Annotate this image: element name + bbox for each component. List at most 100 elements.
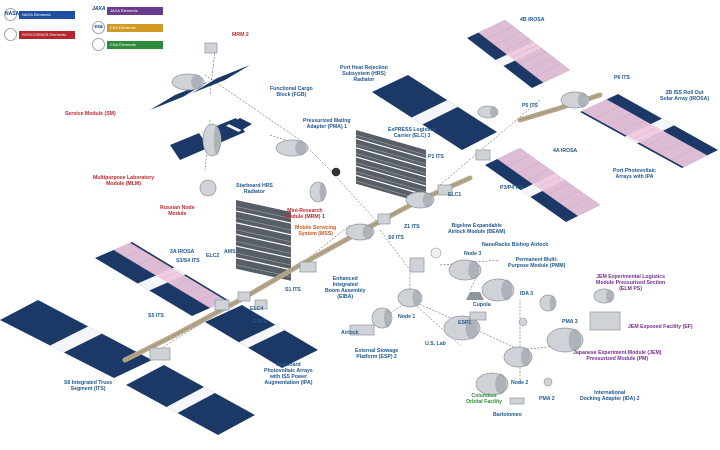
mrm1-module-shade xyxy=(319,182,326,202)
wing-4a-irosa-line xyxy=(517,162,541,174)
label-node2: Node 2 xyxy=(511,380,529,386)
wing-4b-irosa-line xyxy=(518,51,546,64)
node3-module-shade xyxy=(468,260,480,280)
label-p3p4: P3/P4 ITS xyxy=(500,185,524,191)
us-lab-module-shade xyxy=(465,316,479,340)
wing-3a-irosa-line xyxy=(137,257,155,265)
label-bartolomeo: Bartolomeo xyxy=(493,412,522,418)
port-hrs-radiator-wave xyxy=(355,134,427,156)
wing-3a-irosa-line xyxy=(149,264,167,272)
label-elc4: ELC4 xyxy=(250,306,264,312)
label-jem-pm: Japanese Experiment Module (JEM)Pressuri… xyxy=(573,350,662,362)
wing-port-hrs-side-stripe xyxy=(411,100,458,125)
starboard-hrs-radiator-wave xyxy=(235,229,292,242)
z1-antenna-structure xyxy=(409,257,425,273)
label-p5: P5 ITS xyxy=(522,103,538,109)
connector-line xyxy=(209,49,216,96)
starboard-hrs-radiator-wave xyxy=(235,206,292,219)
wing-fgb-side-stripe xyxy=(226,124,242,132)
label-node1: Node 1 xyxy=(398,314,416,320)
pma3-adapter-shade xyxy=(549,295,556,311)
p1-truss-module-shade xyxy=(422,192,433,208)
csa-logo-icon xyxy=(92,38,105,51)
nasa-logo-icon: NASA xyxy=(4,8,19,21)
esp2-platform xyxy=(349,324,375,336)
esp1-platform xyxy=(469,311,487,321)
port-hrs-radiator-panel xyxy=(356,139,426,168)
port-hrs-radiator-panel xyxy=(356,148,426,177)
legend-item-nasa: NASA NASA Elements xyxy=(4,8,75,21)
mrm2-module xyxy=(204,42,218,54)
elc1-carrier xyxy=(437,184,453,196)
pmm-module-shade xyxy=(501,279,513,301)
connector-line xyxy=(439,99,541,186)
s0-truss-module-shade xyxy=(362,224,373,240)
legend-item-roscosmos: ROSCOSMOS Elements xyxy=(4,28,75,41)
wing-starboard-ipa-stripe xyxy=(238,324,285,348)
wing-4b-irosa-line xyxy=(510,44,538,58)
beam-module xyxy=(430,247,442,259)
label-esp3: ESP3 xyxy=(253,319,267,325)
connector-line xyxy=(329,169,381,226)
cupola-module xyxy=(466,292,484,300)
service-module-shade xyxy=(191,74,203,90)
legend-jaxa-swatch: JAXA Elements xyxy=(107,6,163,15)
s1-truss-module xyxy=(299,261,317,273)
jem-pressurized-module-shade xyxy=(568,328,582,352)
pma1-adapter xyxy=(331,167,341,177)
label-cupola: Cupola xyxy=(473,302,491,308)
elc3-carrier xyxy=(475,149,491,161)
wing-4a-irosa-line xyxy=(547,183,571,195)
bartolomeo-platform xyxy=(509,397,525,405)
starboard-hrs-radiator-panel xyxy=(236,211,291,235)
starboard-hrs-radiator-panel xyxy=(236,258,291,281)
connector-line xyxy=(439,259,501,266)
legend-item-esa: esa ESA Elements xyxy=(92,21,163,34)
port-hrs-radiator-panel xyxy=(356,130,426,158)
connector-line xyxy=(379,229,411,271)
starboard-hrs-radiator-panel xyxy=(236,223,291,246)
z1-truss xyxy=(377,213,391,225)
columbus-module-shade xyxy=(495,373,507,395)
p5-truss-module-shade xyxy=(490,106,497,118)
label-mrm2: MRM 2 xyxy=(232,32,249,38)
label-us-lab: U.S. Lab xyxy=(425,341,446,347)
jem-elm-ps-module-shade xyxy=(606,289,613,303)
wing-3a-irosa-line xyxy=(197,293,215,301)
elc4-carrier xyxy=(254,299,268,310)
jem-exposed-facility xyxy=(589,311,621,331)
wing-3a-irosa-line xyxy=(173,278,191,287)
wing-4a-irosa-line xyxy=(567,197,591,210)
starboard-hrs-radiator-panel xyxy=(236,246,291,270)
wing-4b-irosa-line xyxy=(535,63,562,77)
label-elc2: ELC2 xyxy=(206,253,220,259)
wing-4a-irosa-line xyxy=(537,176,561,188)
port-hrs-radiator-wave xyxy=(355,162,427,183)
wing-3a-irosa-line xyxy=(161,271,179,280)
s5-truss-module xyxy=(149,347,171,361)
wing-s6-upper-stripe xyxy=(50,326,102,353)
legend-nasa-swatch: NASA Elements xyxy=(19,10,75,19)
wing-2b-irosa-line xyxy=(670,148,695,161)
label-s0: S0 ITS xyxy=(388,235,404,241)
label-p1: P1 ITS xyxy=(428,154,444,160)
label-elc1: ELC1 xyxy=(448,192,462,198)
node1-module-shade xyxy=(412,289,421,307)
jaxa-logo-icon: JAXA xyxy=(92,4,105,17)
label-s1: S1 ITS xyxy=(285,287,301,293)
wing-4a-irosa-line xyxy=(557,190,581,202)
wing-2b-irosa-line xyxy=(607,113,632,126)
